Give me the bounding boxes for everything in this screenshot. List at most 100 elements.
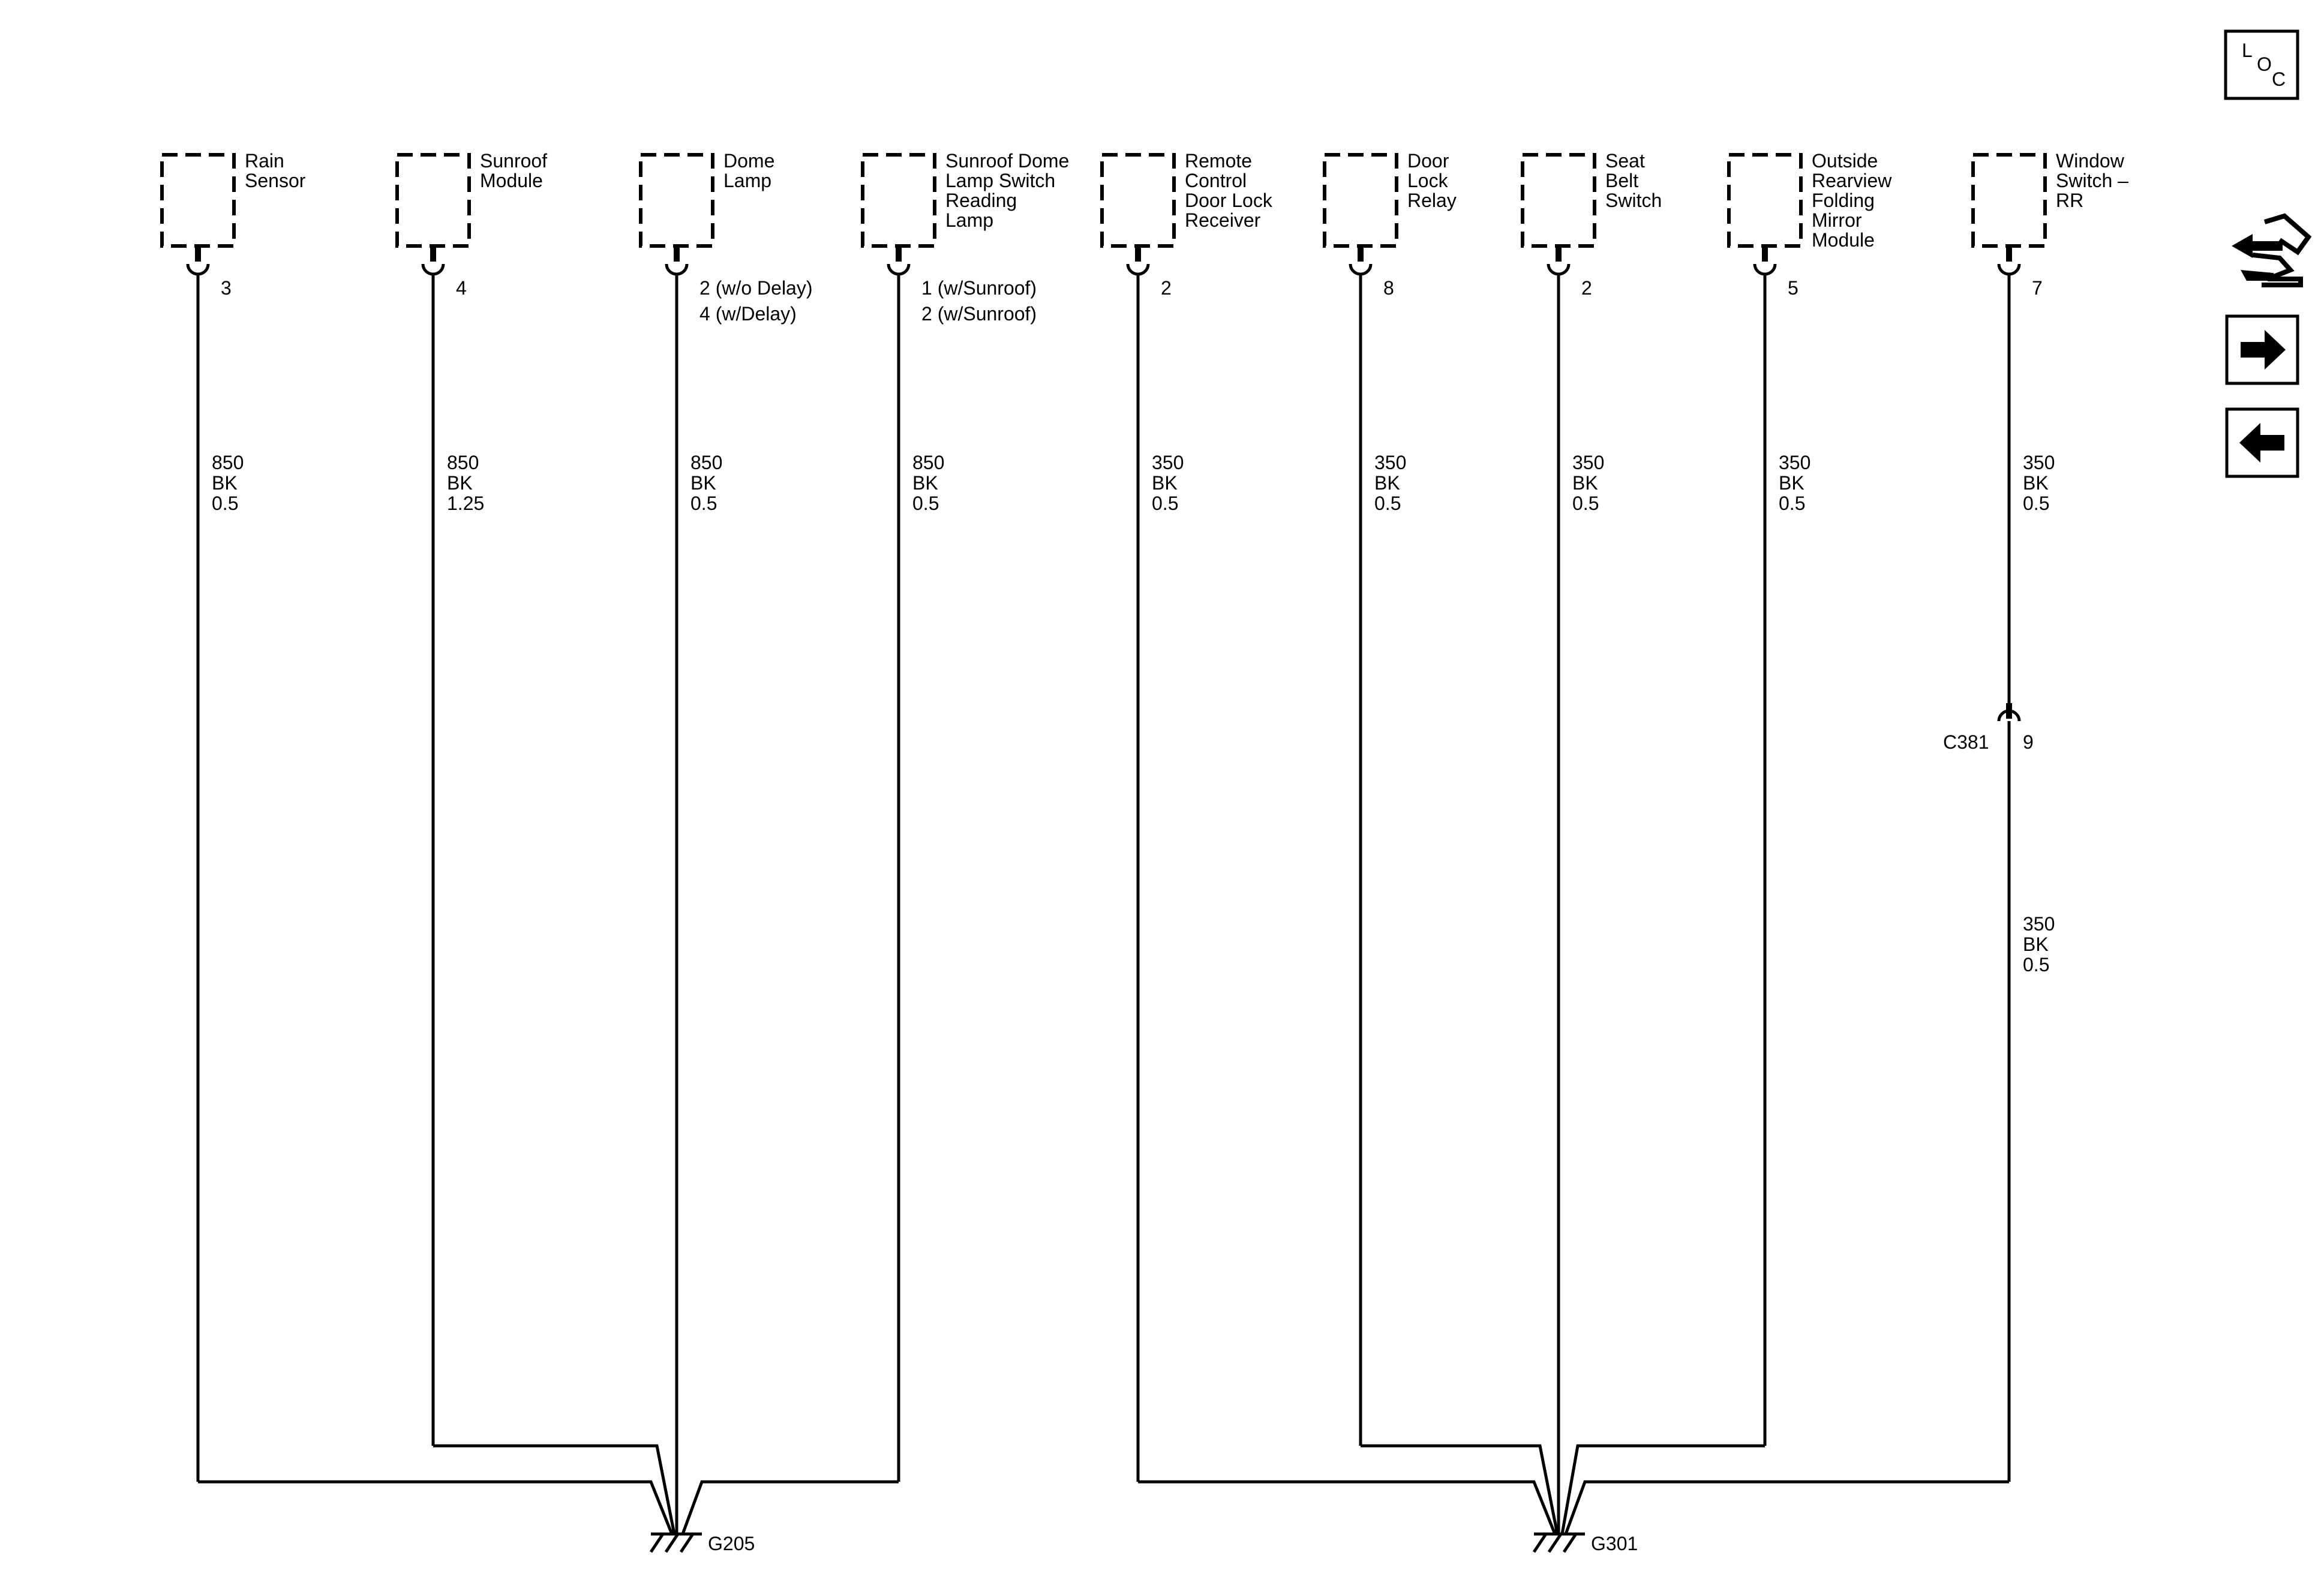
arrow-right-icon	[2241, 330, 2286, 370]
wire-spec: BK	[1374, 472, 1400, 494]
wire-spec: BK	[1572, 472, 1598, 494]
component-label-line: Relay	[1407, 190, 1457, 211]
component-label-line: Reading	[945, 190, 1017, 211]
connector-terminal	[887, 263, 911, 276]
component-label-line: Receiver	[1185, 209, 1261, 231]
wire-spec: BK	[2023, 472, 2049, 494]
components-layer: RainSensor3850BK0.5SunroofModule4850BK1.…	[160, 150, 2128, 1482]
arrow-left-button[interactable]	[2225, 407, 2299, 478]
component-label-line: Seat	[1605, 150, 1645, 172]
component-box	[861, 153, 936, 248]
ground-label-g205: G205	[708, 1533, 755, 1554]
terminal-pin	[195, 246, 201, 262]
pin-number: 2 (w/o Delay)	[699, 277, 813, 299]
component-box	[160, 153, 236, 248]
connector-terminal	[1997, 263, 2021, 276]
component-label-line: Rearview	[1812, 170, 1892, 191]
component-label-line: Remote	[1185, 150, 1252, 172]
terminal-pin	[674, 246, 680, 262]
component-label-line: Sunroof Dome	[945, 150, 1069, 172]
pin-number: 5	[1788, 277, 1798, 299]
component-box	[1100, 153, 1176, 248]
terminal-pin	[2006, 246, 2012, 262]
ground-symbol-g205: G205	[649, 1532, 755, 1554]
pin-number: 4	[456, 277, 467, 299]
pin-number: 7	[2032, 277, 2043, 299]
component-box	[639, 153, 714, 248]
wire-spec: 850	[690, 452, 722, 473]
component-label-line: Module	[1812, 229, 1875, 251]
component-label-line: Folding	[1812, 190, 1875, 211]
wire-spec: 0.5	[690, 493, 717, 514]
connector-terminal	[186, 263, 210, 276]
terminal-pin	[1358, 246, 1364, 262]
component-label-line: Mirror	[1812, 209, 1862, 231]
wire-spec: 350	[1152, 452, 1184, 473]
wire-spec: 850	[212, 452, 244, 473]
pin-number: 4 (w/Delay)	[699, 303, 797, 325]
wire-spec: 0.5	[912, 493, 939, 514]
wire-spec: BK	[1779, 472, 1804, 494]
wire-spec: BK	[447, 472, 473, 494]
ground-symbol-g301: G301	[1532, 1532, 1638, 1554]
pin-number: 8	[1383, 277, 1394, 299]
connector-terminal	[665, 263, 689, 276]
wire-spec: 350	[2023, 913, 2055, 935]
component-label-line: Lamp	[945, 209, 993, 231]
pin-number: 2 (w/Sunroof)	[921, 303, 1037, 325]
component-box	[1971, 153, 2047, 248]
inline-connector-c381	[1997, 709, 2021, 722]
wire-spec: 850	[447, 452, 479, 473]
component-outside-rearview-folding-mirror-module: OutsideRearviewFoldingMirrorModule5350BK…	[1727, 150, 1892, 1446]
connector-end-view-icon[interactable]	[2232, 213, 2312, 287]
loc-letter-o: O	[2257, 53, 2272, 75]
component-label-line: Lamp	[723, 170, 771, 191]
component-label-line: Sunroof	[480, 150, 547, 172]
wire-spec: BK	[1152, 472, 1178, 494]
component-label-line: Module	[480, 170, 543, 191]
component-box	[395, 153, 471, 248]
terminal-pin	[1762, 246, 1768, 262]
component-label-line: Control	[1185, 170, 1247, 191]
terminal-pin	[430, 246, 436, 262]
pin-number: 3	[221, 277, 232, 299]
ground-bus-g301	[1138, 274, 2009, 1535]
component-label-line: Sensor	[245, 170, 306, 191]
loc-letter-c: C	[2272, 68, 2286, 90]
connector-terminal	[1753, 263, 1777, 276]
component-label-line: Door	[1407, 150, 1449, 172]
wire-spec: 0.5	[1374, 493, 1401, 514]
terminal-pin	[1135, 246, 1141, 262]
wire-spec: 0.5	[212, 493, 238, 514]
wire-spec: 0.5	[2023, 954, 2049, 975]
component-label-line: Belt	[1605, 170, 1638, 191]
arrow-left-icon	[2239, 423, 2284, 463]
component-label-line: Door Lock	[1185, 190, 1273, 211]
wire-spec: 0.5	[2023, 493, 2049, 514]
wire-spec: 350	[1779, 452, 1810, 473]
loc-letter-l: L	[2242, 40, 2253, 61]
wire-spec: 0.5	[1572, 493, 1599, 514]
component-box	[1323, 153, 1398, 248]
wire-spec: BK	[690, 472, 716, 494]
ground-label-g301: G301	[1591, 1533, 1638, 1554]
terminal-pin	[896, 246, 902, 262]
connector-terminal	[421, 263, 445, 276]
component-label-line: Dome	[723, 150, 774, 172]
arrow-right-button[interactable]	[2225, 314, 2299, 385]
pin-number: 1 (w/Sunroof)	[921, 277, 1037, 299]
pin-number: 2	[1161, 277, 1172, 299]
wire-spec: 350	[1374, 452, 1406, 473]
loc-button[interactable]: L O C	[2224, 29, 2299, 100]
connector-terminal	[1349, 263, 1373, 276]
inline-connector-pin: 9	[2023, 731, 2034, 753]
component-label-line: RR	[2056, 190, 2083, 211]
wire-spec: BK	[912, 472, 938, 494]
wire-spec: 350	[2023, 452, 2055, 473]
terminal-pin	[1556, 246, 1562, 262]
